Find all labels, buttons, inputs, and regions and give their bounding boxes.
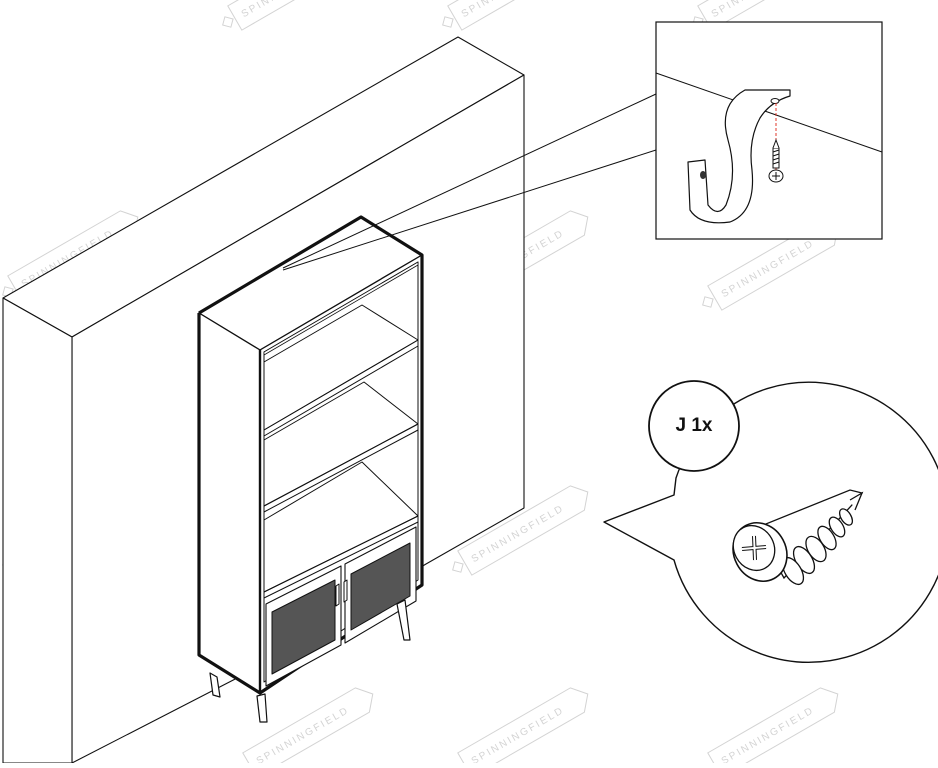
screw-icon <box>732 489 864 586</box>
watermark-stamp: SPINNINGFIELD <box>702 687 839 768</box>
watermark-stamp: SPINNINGFIELD <box>222 0 359 31</box>
watermark-text: SPINNINGFIELD <box>470 705 567 763</box>
watermark-stamp: SPINNINGFIELD <box>452 687 589 768</box>
watermark-logo-icon <box>442 16 454 28</box>
bookcase-legs <box>209 599 411 723</box>
part-callout <box>603 380 938 663</box>
watermark-text: SPINNINGFIELD <box>720 705 817 763</box>
watermark-stamp: SPINNINGFIELD <box>442 0 579 31</box>
watermark-stamp: SPINNINGFIELD <box>237 687 374 768</box>
anchor-detail-inset <box>655 21 883 240</box>
watermark-text: SPINNINGFIELD <box>720 238 817 300</box>
watermark-logo-icon <box>702 296 714 308</box>
part-badge <box>648 380 740 472</box>
watermark-logo-icon <box>222 16 234 28</box>
bracket-hole-icon <box>700 171 706 179</box>
cabinet-doors <box>265 526 417 687</box>
detail-leader-lines <box>282 93 657 271</box>
part-quantity-label: J 1x <box>675 415 713 436</box>
bracket-top-hole-icon <box>770 98 780 104</box>
watermark-text: SPINNINGFIELD <box>255 705 352 763</box>
watermark-logo-icon <box>452 561 464 573</box>
anchor-screw-icon <box>768 138 784 183</box>
bookcase <box>197 215 424 723</box>
